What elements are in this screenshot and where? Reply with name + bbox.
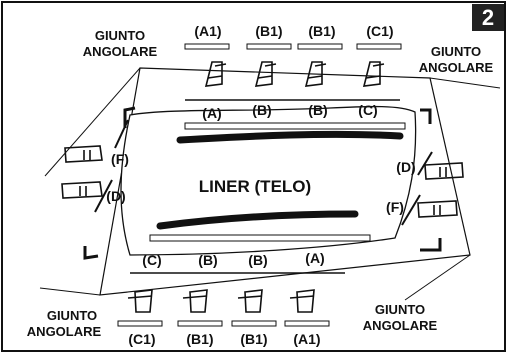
frame-edge-left xyxy=(44,67,141,177)
top-rails xyxy=(184,99,406,130)
corner-joint-label-bottom-right-2: ANGOLARE xyxy=(363,318,438,333)
frame-edge-bottom-right xyxy=(404,254,471,301)
step-number: 2 xyxy=(482,5,494,30)
bottom-connector-label-3: (B1) xyxy=(240,331,267,347)
top-connector-label-2: (B1) xyxy=(255,23,282,39)
top-connector-label-4: (C1) xyxy=(366,23,393,39)
top-rail-label-1: (A) xyxy=(202,105,221,121)
liner-label: LINER (TELO) xyxy=(199,177,311,196)
bottom-rails xyxy=(130,234,371,274)
top-rail-label-3: (B) xyxy=(308,102,327,118)
right-side-rails xyxy=(401,151,433,226)
corner-joint-label-top-left-1: GIUNTO xyxy=(95,28,145,43)
corner-bracket-bottom-left xyxy=(83,246,99,260)
top-connector-bars xyxy=(184,43,402,50)
bottom-rail-label-2: (B) xyxy=(198,252,217,268)
corner-joint-label-top-right-2: ANGOLARE xyxy=(419,60,494,75)
right-side-label-1: (D) xyxy=(396,159,415,175)
bottom-u-brackets xyxy=(127,289,315,313)
step-badge: 2 xyxy=(472,4,504,31)
top-rail-label-4: (C) xyxy=(358,102,377,118)
corner-joint-label-bottom-left-1: GIUNTO xyxy=(47,308,97,323)
liner-fold-bottom xyxy=(156,210,359,230)
bottom-connector-label-4: (A1) xyxy=(293,331,320,347)
bottom-rail-label-4: (A) xyxy=(305,250,324,266)
top-connector-label-1: (A1) xyxy=(194,23,221,39)
corner-bracket-bottom-right xyxy=(420,238,442,252)
corner-bracket-top-left xyxy=(123,106,136,128)
corner-joint-label-top-left-2: ANGOLARE xyxy=(83,44,158,59)
frame-edge-right xyxy=(429,77,501,89)
frame-edge-bottom-left xyxy=(39,287,101,296)
right-side-brackets xyxy=(417,162,464,218)
left-side-label-1: (F) xyxy=(111,151,129,167)
right-side-label-2: (F) xyxy=(386,199,404,215)
corner-joint-label-bottom-left-2: ANGOLARE xyxy=(27,324,102,339)
bottom-rail-label-3: (B) xyxy=(248,252,267,268)
liner-fold-top xyxy=(176,130,404,144)
top-u-brackets xyxy=(204,61,385,87)
liner-sheet xyxy=(120,105,417,256)
top-rail-label-2: (B) xyxy=(252,102,271,118)
left-side-label-2: (D) xyxy=(106,188,125,204)
bottom-connector-label-2: (B1) xyxy=(186,331,213,347)
left-side-brackets xyxy=(61,145,103,199)
corner-joint-label-top-right-1: GIUNTO xyxy=(431,44,481,59)
corner-bracket-top-right xyxy=(420,108,432,124)
bottom-connector-bars xyxy=(117,320,330,327)
top-connector-label-3: (B1) xyxy=(308,23,335,39)
bottom-connector-label-1: (C1) xyxy=(128,331,155,347)
corner-joint-label-bottom-right-1: GIUNTO xyxy=(375,302,425,317)
bottom-rail-label-1: (C) xyxy=(142,252,161,268)
